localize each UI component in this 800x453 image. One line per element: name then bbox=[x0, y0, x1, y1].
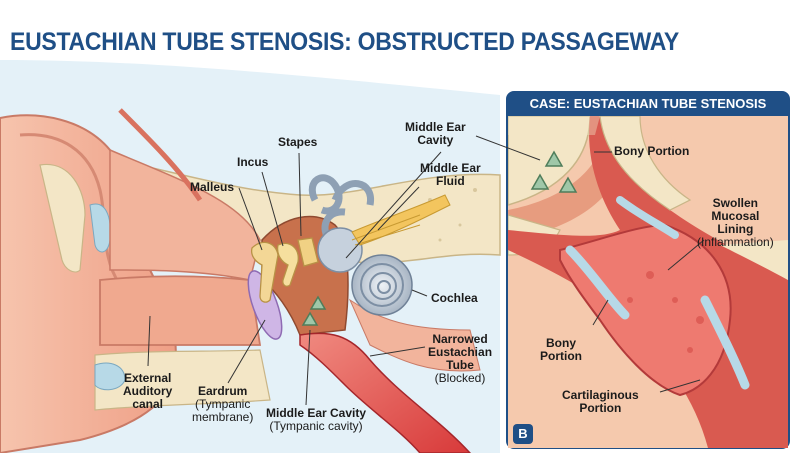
vestibule bbox=[317, 227, 363, 273]
page-title: EUSTACHIAN TUBE STENOSIS: OBSTRUCTED PAS… bbox=[10, 28, 680, 56]
skin-upper bbox=[109, 148, 261, 281]
stapes-shape bbox=[297, 237, 319, 267]
pinna-fold bbox=[19, 133, 122, 286]
incus-shape bbox=[276, 242, 299, 287]
ear-canal bbox=[99, 275, 262, 346]
eardrum-shape bbox=[247, 270, 283, 340]
tube-bone-wall bbox=[348, 298, 481, 372]
canal-lower-bone bbox=[94, 349, 271, 411]
label-cochlea: Cochlea bbox=[431, 291, 478, 305]
label-incus: Incus bbox=[237, 155, 269, 169]
leader-lines bbox=[147, 151, 442, 406]
canal-fluid-pocket bbox=[94, 362, 126, 391]
case-panel-header: CASE: EUSTACHIAN TUBE STENOSIS bbox=[507, 92, 789, 116]
skin-stripe bbox=[118, 108, 203, 202]
inset-label-bony-portion-top: Bony Portion bbox=[614, 144, 690, 158]
label-middle-ear-cavity-bottom: Middle Ear Cavity (Tympanic cavity) bbox=[266, 406, 367, 433]
panel-badge: B bbox=[513, 424, 533, 444]
label-stapes: Stapes bbox=[278, 135, 318, 149]
pinna-cartilage bbox=[39, 163, 86, 273]
malleus-shape bbox=[250, 241, 279, 303]
label-malleus: Malleus bbox=[190, 180, 235, 194]
